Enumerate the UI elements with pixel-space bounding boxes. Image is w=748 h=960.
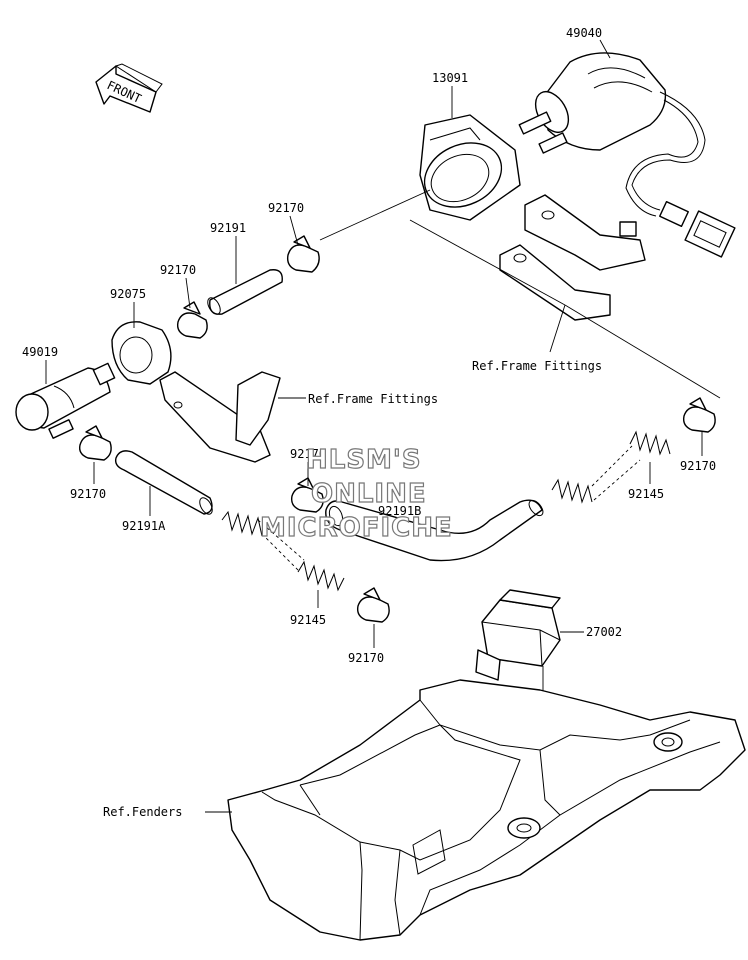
- spring-right-icon: [551, 430, 671, 504]
- part-label-clamp-right: 92170: [680, 459, 716, 473]
- fuel-pump-icon: [518, 52, 736, 258]
- hose-lower-icon: [114, 450, 213, 515]
- ref-frame-fittings-lower: Ref.Frame Fittings: [308, 392, 438, 406]
- part-label-relay: 27002: [586, 625, 622, 639]
- part-label-clamp-mid: 92170: [160, 263, 196, 277]
- clamp-center-icon: [290, 477, 324, 513]
- part-label-clamp-upper: 92170: [268, 201, 304, 215]
- watermark-line2: ONLINE: [311, 479, 427, 509]
- part-label-clamp-center: 92170: [290, 447, 326, 461]
- clamp-mid-icon: [176, 301, 208, 339]
- clamp-filter-icon: [78, 425, 112, 461]
- clamp-right-icon: [682, 397, 716, 433]
- ref-frame-fittings-upper: Ref.Frame Fittings: [472, 359, 602, 373]
- clamp-upper-icon: [286, 235, 320, 273]
- relay-icon: [475, 589, 561, 681]
- part-label-hose-upper: 92191: [210, 221, 246, 235]
- spring-left-icon: [221, 510, 345, 592]
- watermark-line3: MICROFICHE: [260, 513, 453, 543]
- part-label-pump-holder: 13091: [432, 71, 468, 85]
- part-label-clamp-filter: 92170: [70, 487, 106, 501]
- part-label-clamp-bottom: 92170: [348, 651, 384, 665]
- part-label-spring-left: 92145: [290, 613, 326, 627]
- part-label-hose-center: 92191B: [378, 504, 421, 518]
- hose-center-icon: [325, 499, 544, 562]
- clamp-bottom-icon: [356, 587, 390, 623]
- part-label-hose-lower: 92191A: [122, 519, 166, 533]
- watermark: HLSM'S ONLINE MICROFICHE: [259, 444, 453, 543]
- hose-upper-icon: [207, 269, 283, 315]
- watermark-line1: HLSM'S: [306, 445, 422, 475]
- part-label-spring-right: 92145: [628, 487, 664, 501]
- part-label-filter-holder: 92075: [110, 287, 146, 301]
- filter-holder-icon: [111, 321, 281, 463]
- part-label-fuel-filter: 49019: [22, 345, 58, 359]
- fender-tray-icon: [227, 679, 746, 941]
- fuel-filter-icon: [15, 362, 116, 439]
- front-arrow-icon: FRONT: [95, 63, 163, 113]
- part-label-fuel-pump: 49040: [566, 26, 602, 40]
- pump-holder-icon: [419, 114, 646, 321]
- ref-fenders: Ref.Fenders: [103, 805, 182, 819]
